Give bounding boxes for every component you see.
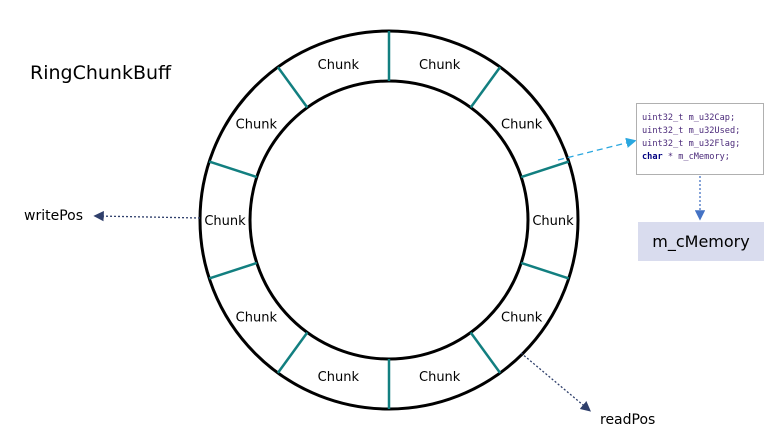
chunk-label: Chunk xyxy=(501,118,543,133)
chunk-label: Chunk xyxy=(236,118,278,133)
segment-dividers xyxy=(208,31,570,409)
segment-divider xyxy=(469,66,502,109)
diagram-title: RingChunkBuff xyxy=(30,62,172,84)
chunk-label: Chunk xyxy=(419,370,461,385)
chunk-labels: ChunkChunkChunkChunkChunkChunkChunkChunk… xyxy=(204,58,574,385)
segment-divider xyxy=(276,66,309,109)
chunk-label: Chunk xyxy=(501,310,543,325)
chunk-label: Chunk xyxy=(318,370,360,385)
segment-divider xyxy=(208,160,258,179)
struct-field-memory-rest: * m_cMemory; xyxy=(662,152,730,162)
write-pos-label: writePos xyxy=(24,208,84,224)
segment-divider xyxy=(469,331,502,374)
chunk-label: Chunk xyxy=(236,310,278,325)
chunk-label: Chunk xyxy=(204,214,246,229)
struct-field-flag: uint32_t m_u32Flag; xyxy=(642,139,741,149)
read-pos-label: readPos xyxy=(600,412,656,428)
chunk-to-struct-arrow xyxy=(557,137,637,161)
chunk-label: Chunk xyxy=(419,58,461,73)
inner-ring xyxy=(248,79,530,361)
struct-field-memory: char * m_cMemory; xyxy=(642,151,763,164)
chunk-struct-box: uint32_t m_u32Cap; uint32_t m_u32Used; u… xyxy=(636,103,764,175)
chunk-label: Chunk xyxy=(532,214,574,229)
chunk-label: Chunk xyxy=(318,58,360,73)
struct-field-cap: uint32_t m_u32Cap; xyxy=(642,113,736,123)
memory-box: m_cMemory xyxy=(638,222,764,261)
read-pos-arrow xyxy=(520,352,591,412)
struct-field-used: uint32_t m_u32Used; xyxy=(642,126,741,136)
struct-keyword-char: char xyxy=(642,152,663,162)
segment-divider xyxy=(208,261,258,280)
segment-divider xyxy=(520,160,570,179)
outer-ring xyxy=(198,29,580,411)
segment-divider xyxy=(520,261,570,280)
write-pos-arrow xyxy=(93,210,201,222)
segment-divider xyxy=(276,331,309,374)
